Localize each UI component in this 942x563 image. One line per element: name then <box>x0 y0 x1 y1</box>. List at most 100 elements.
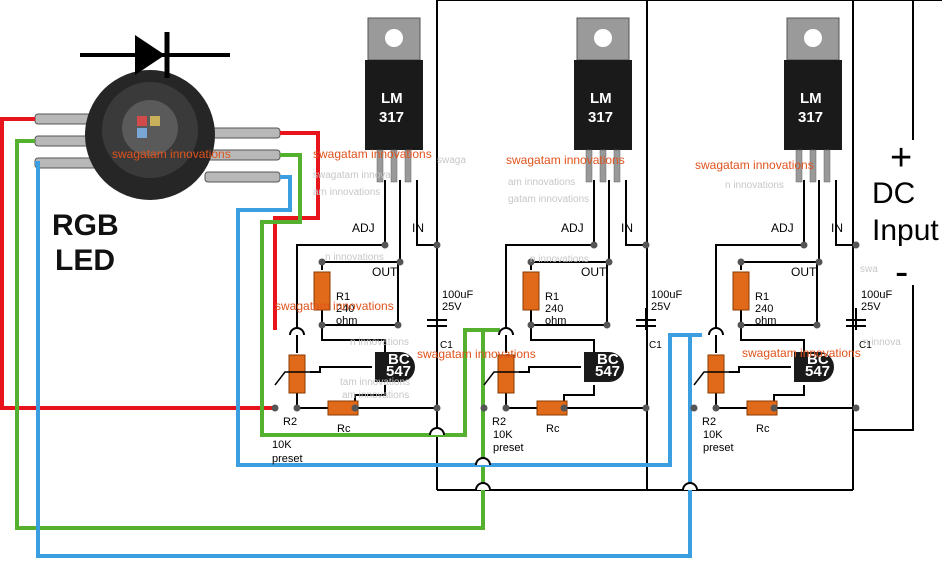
watermark-frag-1: swaga <box>437 155 466 166</box>
lm317-label-line1: LM <box>381 90 403 107</box>
watermark-frag-7: n innovations <box>325 252 384 263</box>
watermarks: swagatam innovations swagatam innovation… <box>112 147 901 401</box>
lm317-label-line1: LM <box>590 90 612 107</box>
r2-unit: preset <box>703 442 734 454</box>
adj-label: ADJ <box>352 221 375 235</box>
junction-dot-1 <box>800 241 808 249</box>
bc-emitter-wire <box>563 385 595 408</box>
lm317-lead-3 <box>404 149 412 183</box>
lm317-label-line2: 317 <box>798 109 823 126</box>
crossover-hump <box>289 327 305 336</box>
lm317-lead-1 <box>585 149 593 183</box>
watermark-frag-12: swa <box>860 264 878 275</box>
adj-label: ADJ <box>561 221 584 235</box>
watermark-main-3: swagatam innovations <box>506 153 625 167</box>
junction-dot-9 <box>852 404 860 412</box>
bc547-label-line1: BC <box>807 351 829 368</box>
bc547-body <box>375 352 415 382</box>
rc-label: Rc <box>546 423 560 435</box>
dc-minus: - <box>895 250 908 294</box>
cap-voltage: 25V <box>651 301 671 313</box>
watermark-main-4: swagatam innovations <box>695 158 814 172</box>
cap-label: C1 <box>649 340 662 351</box>
adj-wire <box>715 180 805 335</box>
watermark-frag-3: am innovations <box>313 187 380 198</box>
junction-dot-1 <box>590 241 598 249</box>
watermark-frag-13: n innova <box>863 337 901 348</box>
r2-label: R2 <box>702 416 716 428</box>
bc-base-wire <box>519 366 581 373</box>
r2-label: R2 <box>492 416 506 428</box>
led-wire-red <box>0 117 320 410</box>
r1-label: R1 <box>755 291 769 303</box>
lm317-body <box>365 60 423 150</box>
lm317-lead-1 <box>795 149 803 183</box>
r1-value: 240 <box>755 303 773 315</box>
watermark-frag-9: n innovations <box>350 337 409 348</box>
junction-dot-4 <box>527 321 535 329</box>
junction-dot-8 <box>433 241 441 249</box>
junction-dot-5 <box>603 321 611 329</box>
lm317-lead-2 <box>390 149 398 183</box>
bc-base-wire <box>729 366 791 373</box>
junction-dot-2 <box>605 258 613 266</box>
cap-label: C1 <box>859 340 872 351</box>
r2-preset <box>288 354 306 394</box>
bc-emitter-wire <box>773 385 805 408</box>
watermark-frag-2: swagatam innova <box>313 170 391 181</box>
crossover-hump <box>708 327 724 336</box>
cap-voltage: 25V <box>861 301 881 313</box>
bc-collector-wire <box>321 325 386 355</box>
junction-dot-10 <box>480 404 488 412</box>
adj-wire <box>505 180 595 335</box>
r2-unit: preset <box>272 453 303 465</box>
rgb-led-body <box>85 70 215 200</box>
watermark-main-6: swagatam innovations <box>417 347 536 361</box>
bc547-label-line2: 547 <box>386 363 411 380</box>
r2-wiper <box>483 371 519 386</box>
r2-preset <box>497 354 515 394</box>
watermark-main-2: swagatam innovations <box>313 147 432 161</box>
r2-preset <box>707 354 725 394</box>
cap-label: C1 <box>440 340 453 351</box>
r1-unit: ohm <box>336 315 357 327</box>
junction-dot-6 <box>293 404 301 412</box>
r2-wiper <box>693 371 729 386</box>
r2-value: 10K <box>703 429 723 441</box>
led-pins <box>34 113 281 183</box>
lm317-label-line2: 317 <box>379 109 404 126</box>
r1-value: 240 <box>545 303 563 315</box>
in-label: IN <box>621 221 633 235</box>
junction-dot-3 <box>737 258 745 266</box>
r2-value: 10K <box>493 429 513 441</box>
junction-dot-6 <box>502 404 510 412</box>
lm317-body <box>574 60 632 150</box>
in-wire <box>625 180 646 246</box>
bc547-body <box>794 352 834 382</box>
r1-resistor <box>313 271 331 311</box>
led-title-line1: RGB <box>52 209 119 242</box>
r1-bottom-wire <box>530 262 608 326</box>
cap-value: 100uF <box>861 289 892 301</box>
r1-label: R1 <box>545 291 559 303</box>
junction-dot-9 <box>642 404 650 412</box>
adj-label: ADJ <box>771 221 794 235</box>
junction-dot-7 <box>770 404 778 412</box>
r1-resistor <box>732 271 750 311</box>
junction-dot-1 <box>381 241 389 249</box>
led-title-line2: LED <box>55 244 115 277</box>
watermark-frag-4: am innovations <box>508 177 575 188</box>
rc-label: Rc <box>756 423 770 435</box>
cap-voltage: 25V <box>442 301 462 313</box>
watermark-frag-6: gatam innovations <box>508 194 589 205</box>
out-label: OUT <box>791 265 817 279</box>
lm317-lead-3 <box>823 149 831 183</box>
watermark-main-7: swagatam innovations <box>742 346 861 360</box>
rc-label: Rc <box>337 423 351 435</box>
lm317-body <box>784 60 842 150</box>
lm317-hole <box>385 29 403 47</box>
